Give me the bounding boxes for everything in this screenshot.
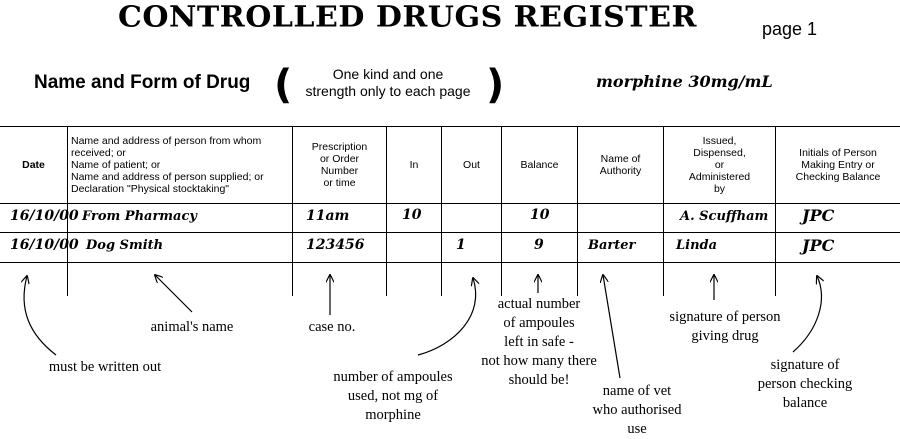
row2-authority: Barter	[588, 238, 636, 253]
header-issued-line-1: Issued,	[702, 135, 737, 147]
row1-date: 16/10/00	[10, 208, 79, 224]
row1-name: From Pharmacy	[82, 209, 197, 224]
header-issued: Issued, Dispensed, or Administered by	[664, 127, 775, 203]
annotation-balance-line-4: not how many there	[481, 353, 597, 369]
header-authority-line-2: Authority	[599, 165, 642, 177]
annotation-balance-line-3: left in safe -	[504, 334, 574, 350]
row2-issued: Linda	[676, 238, 718, 253]
annotation-issued-line-1: signature of person	[669, 309, 781, 325]
header-balance: Balance	[520, 159, 559, 171]
note-line-1: One kind and one	[332, 66, 444, 82]
header-issued-line-4: Administered	[688, 171, 751, 183]
row1-initials: JPC	[802, 206, 835, 225]
row2-name: Dog Smith	[86, 238, 164, 253]
drug-name-value: morphine 30mg/mL	[596, 72, 773, 91]
annotation-authority: name of vet who authorised use	[582, 382, 692, 439]
arrow-name	[155, 275, 193, 313]
arrow-date	[24, 276, 57, 356]
header-initials-line-2: Making Entry or	[801, 159, 875, 171]
annotation-authority-line-1: name of vet	[602, 383, 672, 399]
annotation-initials-line-3: balance	[782, 395, 828, 411]
header-name-line-2: received; or	[71, 147, 126, 159]
row2-out: 1	[456, 237, 466, 253]
header-initials-line-3: Checking Balance	[795, 171, 881, 183]
annotation-initials-line-2: person checking	[757, 376, 853, 392]
header-initials: Initials of Person Making Entry or Check…	[776, 127, 900, 203]
row2-prescription: 123456	[306, 237, 365, 253]
header-name-address: Name and address of person from whom rec…	[71, 127, 291, 203]
arrow-authority	[603, 275, 621, 379]
header-name-line-1: Name and address of person from whom	[71, 135, 262, 147]
annotation-out-line-2: used, not mg of	[347, 388, 439, 404]
header-prescription-line-4: or time	[323, 177, 356, 189]
annotation-name-line-1: animal's name	[150, 319, 234, 335]
page-number: page 1	[762, 19, 818, 39]
arrow-out	[417, 278, 476, 356]
annotation-balance-line-1: actual number	[497, 296, 581, 312]
header-issued-line-3: or	[714, 159, 725, 171]
header-date: Date	[22, 159, 45, 171]
annotation-issued: signature of person giving drug	[650, 308, 800, 346]
annotation-case-line-1: case no.	[308, 319, 356, 335]
annotation-out-line-3: morphine	[365, 407, 421, 423]
row1-in: 10	[402, 207, 422, 223]
row1-balance: 10	[530, 207, 550, 223]
annotation-balance: actual number of ampoules left in safe -…	[474, 295, 604, 390]
header-prescription-line-2: or Order	[319, 153, 360, 165]
row2-balance: 9	[534, 237, 544, 253]
header-prescription: Prescription or Order Number or time	[293, 127, 386, 203]
row1-issued: A. Scuffham	[680, 209, 769, 224]
header-authority: Name of Authority	[578, 127, 663, 203]
row1-prescription: 11am	[306, 208, 350, 224]
annotation-authority-line-3: use	[627, 421, 647, 437]
header-issued-line-2: Dispensed,	[693, 147, 746, 159]
header-authority-line-1: Name of	[600, 153, 641, 165]
one-kind-note: One kind and one strength only to each p…	[290, 66, 486, 100]
annotation-initials: signature of person checking balance	[740, 356, 870, 413]
annotation-issued-line-2: giving drug	[691, 328, 759, 344]
annotation-date-line-1: must be written out	[48, 359, 162, 375]
row2-date: 16/10/00	[10, 237, 79, 253]
drug-name-label: Name and Form of Drug	[34, 72, 251, 93]
annotation-date: must be written out	[20, 358, 190, 377]
header-name-line-4: Name and address of person supplied; or	[71, 171, 264, 183]
header-prescription-line-1: Prescription	[311, 141, 368, 153]
header-name-line-5: Declaration "Physical stocktaking"	[71, 183, 230, 195]
arrow-initials	[792, 276, 821, 353]
register-title: CONTROLLED DRUGS REGISTER	[118, 0, 697, 35]
annotation-balance-line-2: of ampoules	[503, 315, 575, 331]
annotation-out: number of ampoules used, not mg of morph…	[318, 368, 468, 425]
note-line-2: strength only to each page	[305, 83, 471, 99]
header-out: Out	[463, 159, 480, 171]
annotation-authority-line-2: who authorised	[592, 402, 682, 418]
annotation-initials-line-1: signature of	[770, 357, 840, 373]
annotation-balance-line-5: should be!	[508, 372, 570, 388]
annotation-out-line-1: number of ampoules	[333, 369, 453, 385]
close-parenthesis: )	[486, 62, 505, 108]
header-prescription-line-3: Number	[320, 165, 359, 177]
open-parenthesis: (	[274, 62, 293, 108]
row2-initials: JPC	[802, 236, 835, 255]
header-issued-line-5: by	[713, 183, 726, 195]
header-name-line-3: Name of patient; or	[71, 159, 161, 171]
header-initials-line-1: Initials of Person	[799, 147, 877, 159]
header-in: In	[409, 159, 419, 171]
annotation-name: animal's name	[122, 318, 262, 337]
annotation-case: case no.	[282, 318, 382, 337]
